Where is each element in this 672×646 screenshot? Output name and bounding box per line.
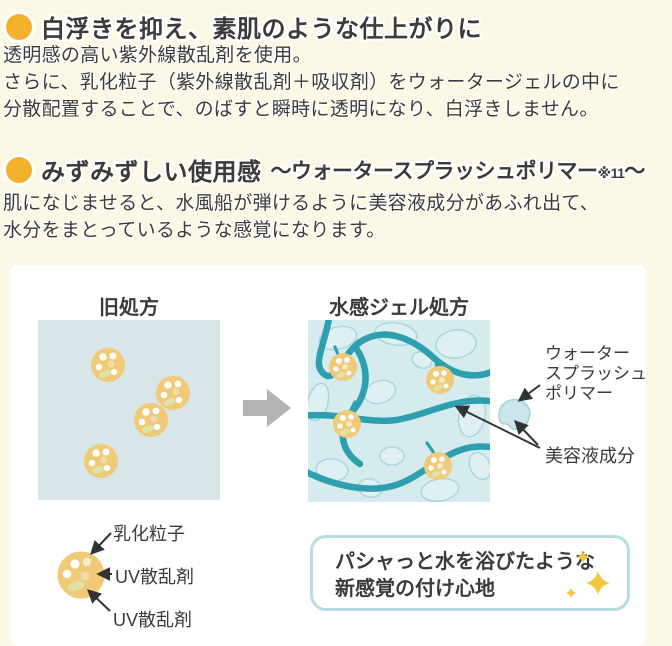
transition-arrow-icon xyxy=(243,389,291,427)
body-line: 透明感の高い紫外線散乱剤を使用。 xyxy=(3,45,312,66)
heading-note: ※11 xyxy=(597,164,625,181)
polymer-label-line: ウォーター xyxy=(545,344,630,363)
section2-heading: みずみずしい使用感 〜ウォータースプラッシュポリマー※11〜 xyxy=(6,152,645,187)
body-line: 分散配置することで、のばすと瞬時に透明になり、白浮きしません。 xyxy=(3,99,599,120)
serum-label: 美容液成分 xyxy=(545,446,635,466)
bullet-icon xyxy=(6,13,32,40)
polymer-label-line: ポリマー xyxy=(545,384,613,403)
emulsified-particle xyxy=(426,366,454,394)
polymer-arrow-icon xyxy=(517,384,541,402)
uv-scatter-label-1: UV散乱剤 xyxy=(115,567,195,587)
diagram-panel: 旧処方 水感ジェル処方 xyxy=(10,265,647,646)
callout-text: パシャっと水を浴びたような 新感覚の付け心地 xyxy=(335,549,595,603)
emulsified-particle xyxy=(333,410,361,438)
emulsified-particle xyxy=(134,403,168,437)
body-line: 水分をまとっているような感覚になります。 xyxy=(3,220,386,241)
particle-label: 乳化粒子 xyxy=(113,524,185,544)
polymer-label: ウォーター スプラッシュ ポリマー xyxy=(545,344,647,404)
emulsified-particle xyxy=(84,444,118,478)
section2-heading-text: みずみずしい使用感 xyxy=(41,159,262,186)
section2-body: 肌になじませると、水風船が弾けるように美容液成分があふれ出て、 水分をまとってい… xyxy=(3,190,599,244)
polymer-label-line: スプラッシュ xyxy=(545,364,647,383)
section1-heading-text: 白浮きを抑え、素肌のような仕上がりに xyxy=(41,16,482,43)
section1-body: 透明感の高い紫外線散乱剤を使用。 さらに、乳化粒子（紫外線散乱剤＋吸収剤）をウォ… xyxy=(3,42,620,123)
emulsified-particle xyxy=(156,376,190,410)
uv-scatter-label-2: UV散乱剤 xyxy=(113,610,193,630)
callout-box: パシャっと水を浴びたような 新感覚の付け心地 xyxy=(310,535,630,611)
callout-line: 新感覚の付け心地 xyxy=(335,578,495,600)
emulsified-particle-legend xyxy=(57,551,105,599)
old-formula-label: 旧処方 xyxy=(99,297,159,319)
polymer-blob xyxy=(498,398,531,431)
serum-blobs xyxy=(308,320,490,502)
bullet-icon xyxy=(6,156,32,183)
old-square-bg xyxy=(38,320,220,500)
heading-sub-suffix: 〜 xyxy=(624,159,645,183)
section2-heading-sub: 〜ウォータースプラッシュポリマー※11〜 xyxy=(270,155,646,185)
serum-arrow-icon xyxy=(514,419,539,446)
emulsified-particle xyxy=(424,452,452,480)
emulsified-particle xyxy=(329,353,357,381)
new-formula-diagram xyxy=(308,320,490,502)
section1-heading: 白浮きを抑え、素肌のような仕上がりに xyxy=(6,9,482,44)
emulsified-particle xyxy=(91,348,125,382)
new-formula-label: 水感ジェル処方 xyxy=(329,297,469,319)
body-line: さらに、乳化粒子（紫外線散乱剤＋吸収剤）をウォータージェルの中に xyxy=(3,72,620,93)
body-line: 肌になじませると、水風船が弾けるように美容液成分があふれ出て、 xyxy=(3,193,600,214)
heading-sub-prefix: 〜ウォータースプラッシュポリマー xyxy=(270,159,598,183)
old-formula-diagram xyxy=(38,320,220,500)
callout-line: パシャっと水を浴びたような xyxy=(335,551,595,573)
